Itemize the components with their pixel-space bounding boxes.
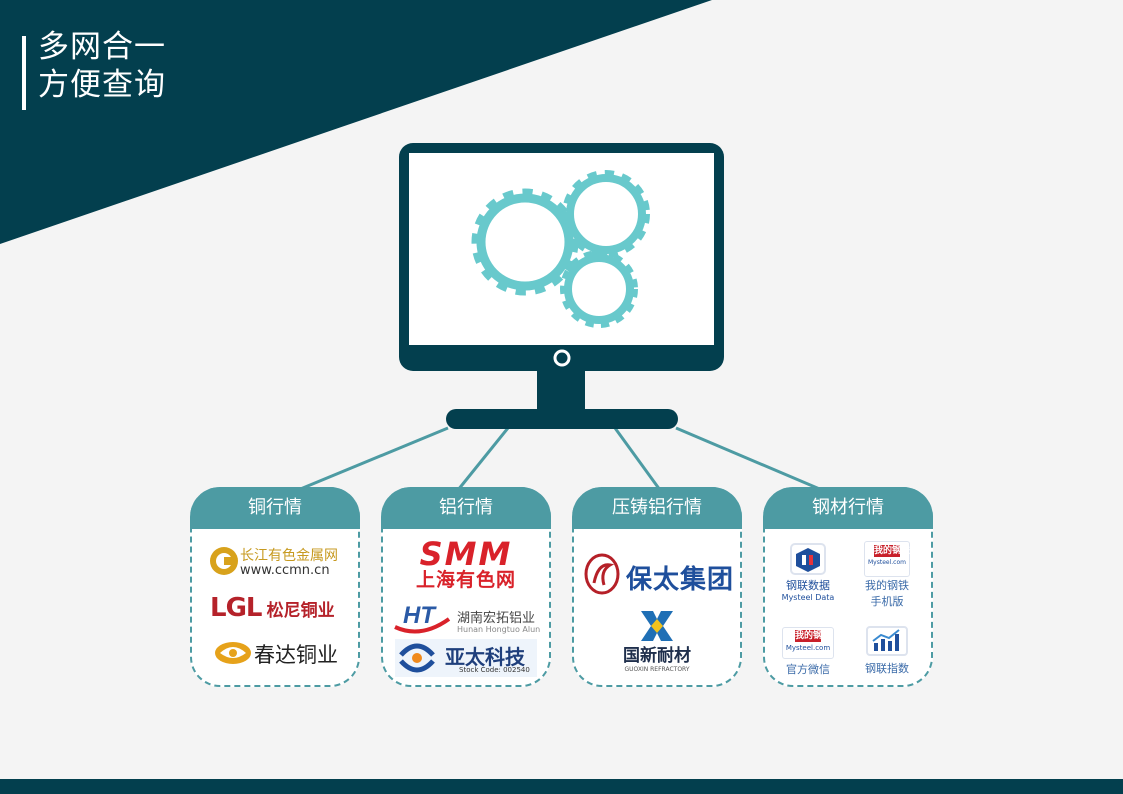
category-card-aluminum: 铝行情 SMM 上海有色网 HT 湖南宏拓铝业 Hunan Hongtuo Al… [381,487,551,687]
logo-smm[interactable]: SMM 上海有色网 [415,535,516,591]
title-accent-bar [22,36,26,110]
connector-lines [297,426,823,492]
mysteel-badge-icon: 我的钢铁 Mysteel.com [782,627,834,659]
logo-mysteel-index[interactable]: 钢联指数 [851,625,923,676]
logo-guoxin[interactable]: 国新耐材 GUOXIN REFRACTORY [602,611,712,673]
gear-icon [471,188,579,296]
guoxin-logo-icon [641,611,673,641]
category-label[interactable]: 铜行情 [190,487,360,529]
monitor-neck [537,370,585,412]
category-card-copper: 铜行情 长江有色金属网 www.ccmn.cn LGL 松尼铜业 春达铜业 [190,487,360,687]
category-label[interactable]: 钢材行情 [763,487,933,529]
page-title: 多网合一 方便查询 [38,28,166,104]
category-card-steel: 钢材行情 钢联数据 Mysteel Data 我的钢铁 Mysteel.com … [763,487,933,687]
title-line-2: 方便查询 [38,67,166,103]
baotai-logo-icon [584,553,620,595]
yatai-logo-icon [399,643,435,673]
monitor-base [446,409,678,429]
svg-text:HT: HT [403,602,437,629]
category-label[interactable]: 铝行情 [381,487,551,529]
mysteel-data-icon [790,543,826,575]
footer-bar [0,779,1123,794]
category-card-die-cast-aluminum: 压铸铝行情 保太集团 国新耐材 GUOXIN REFRACTORY [572,487,742,687]
monitor-screen [409,153,714,345]
title-line-1: 多网合一 [38,29,166,65]
mysteel-badge-icon: 我的钢铁 Mysteel.com [864,541,910,577]
logo-mysteel-mobile[interactable]: 我的钢铁 Mysteel.com 我的钢铁 手机版 [851,541,923,609]
logo-yatai[interactable]: 亚太科技 Stock Code: 002540 [395,639,537,677]
category-label[interactable]: 压铸铝行情 [572,487,742,529]
hongtuo-logo-icon: HT [394,602,451,634]
monitor-button-icon [553,349,571,367]
logo-lgl[interactable]: LGL 松尼铜业 [210,593,335,623]
gear-icon [562,170,650,258]
bar-chart-icon [866,626,908,656]
chunda-logo-icon [215,642,251,664]
gear-icon [560,250,638,328]
changjiang-logo-icon [210,547,238,575]
logo-mysteel-wechat[interactable]: 我的钢铁 Mysteel.com 官方微信 [773,627,843,677]
logo-mysteel-data[interactable]: 钢联数据 Mysteel Data [773,541,843,602]
